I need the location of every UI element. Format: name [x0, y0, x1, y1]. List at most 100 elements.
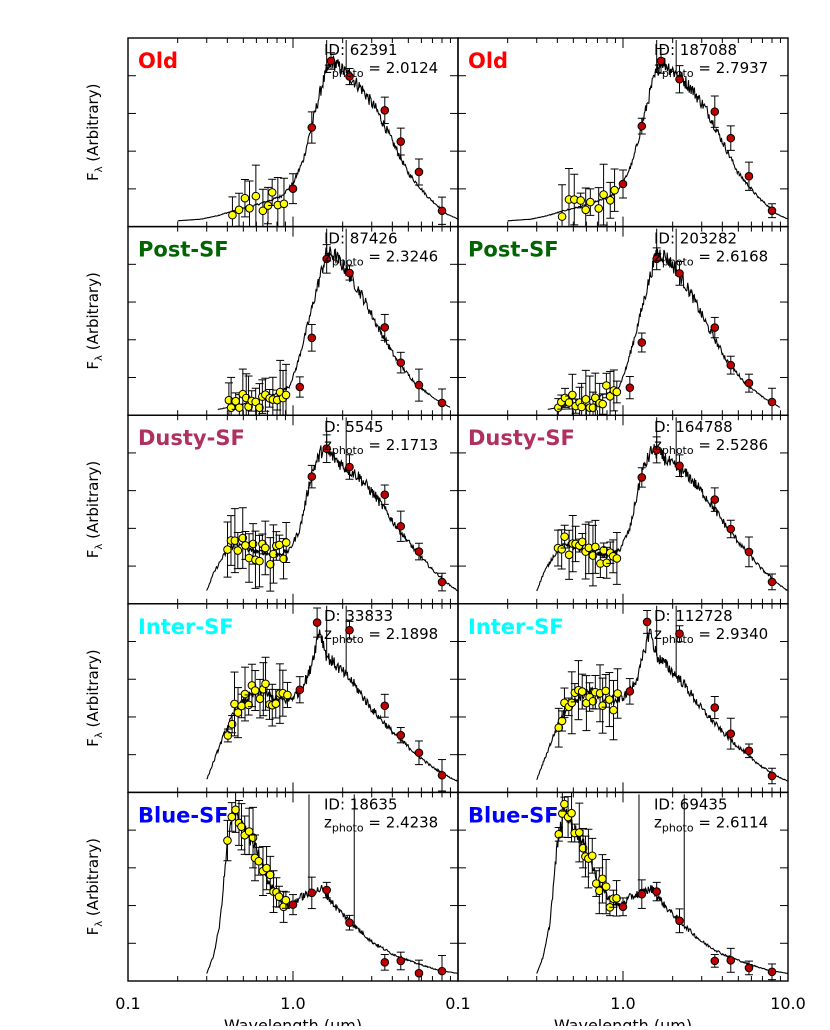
class-label: Blue-SF: [468, 803, 559, 827]
optical-data-point: [613, 689, 622, 698]
optical-data-point: [267, 188, 277, 197]
ir-data-point: [345, 462, 354, 472]
object-id-label: ID: 18635: [324, 795, 398, 813]
optical-data-point: [605, 695, 614, 704]
ir-data-point: [380, 490, 390, 499]
optical-data-point: [581, 395, 591, 404]
optical-data-point: [577, 537, 587, 547]
ir-data-point: [396, 137, 406, 146]
optical-data-point: [594, 204, 603, 213]
object-id-label: D: 112728: [654, 607, 733, 625]
optical-data-point: [255, 694, 265, 703]
ir-data-point: [307, 333, 317, 343]
ir-data-point: [675, 74, 684, 84]
optical-data-point: [227, 812, 237, 822]
ir-data-point: [726, 729, 736, 738]
optical-data-point: [258, 206, 268, 216]
ir-data-point: [345, 625, 354, 635]
ir-data-point: [710, 703, 720, 712]
ir-data-point: [322, 885, 331, 895]
ir-data-point: [652, 254, 661, 264]
optical-data-point: [228, 210, 237, 220]
object-id-label: ID: 187088: [654, 41, 737, 59]
plot-area: [507, 40, 788, 227]
optical-data-point: [586, 197, 595, 207]
x-tick-label: 1.0: [610, 994, 635, 1013]
ir-data-point: [414, 380, 424, 390]
optical-data-point: [237, 822, 246, 832]
optical-data-point: [599, 190, 608, 199]
ir-data-point: [618, 902, 628, 912]
object-id-label: D: 5545: [324, 418, 384, 436]
ir-data-point: [380, 106, 390, 115]
optical-data-point: [281, 895, 291, 905]
object-id-label: ID: 87426: [324, 230, 398, 248]
class-label: Inter-SF: [468, 615, 564, 639]
model-sed-curve: [536, 443, 788, 592]
ir-data-point: [295, 685, 305, 695]
optical-data-point: [255, 403, 264, 412]
ir-data-point: [637, 889, 647, 899]
optical-data-point: [610, 185, 619, 195]
plot-area: [217, 228, 451, 416]
optical-data-point: [260, 543, 270, 553]
ir-data-point: [345, 268, 354, 278]
x-tick-label: 10.0: [770, 994, 806, 1013]
optical-data-point: [591, 879, 601, 888]
ir-data-point: [767, 771, 777, 781]
class-label: Post-SF: [468, 238, 559, 262]
optical-data-point: [601, 686, 611, 696]
optical-data-point: [226, 403, 236, 412]
ir-data-point: [637, 338, 647, 347]
ir-data-point: [675, 629, 684, 639]
y-axis-label: Fλ (Arbitrary): [84, 272, 105, 369]
object-id-label: D: 164788: [654, 418, 733, 436]
optical-data-point: [557, 212, 567, 221]
ir-data-point: [345, 72, 354, 81]
optical-data-point: [576, 196, 585, 205]
ir-data-point: [380, 958, 390, 967]
class-label: Post-SF: [138, 238, 229, 262]
optical-data-point: [269, 549, 278, 559]
ir-data-point: [744, 171, 754, 181]
optical-data-point: [587, 851, 597, 861]
optical-data-point: [560, 532, 569, 541]
ir-data-point: [380, 323, 390, 332]
ir-data-point: [307, 888, 317, 898]
ir-data-point: [642, 617, 652, 627]
ir-data-point: [767, 206, 777, 215]
optical-data-point: [223, 836, 232, 845]
ir-data-point: [307, 472, 317, 481]
ir-data-point: [437, 770, 447, 780]
optical-data-point: [564, 398, 574, 407]
ir-data-point: [396, 730, 406, 740]
model-sed-curve: [206, 444, 458, 592]
ir-data-point: [767, 577, 777, 587]
ir-data-point: [618, 179, 628, 189]
ir-data-point: [437, 577, 447, 587]
optical-data-point: [612, 554, 622, 563]
zphoto-label: zphoto = 2.4238: [324, 813, 438, 834]
optical-data-point: [557, 716, 567, 726]
x-axis-label: Wavelength (μm): [224, 1016, 362, 1026]
ir-data-point: [767, 397, 777, 407]
optical-data-point: [281, 390, 291, 400]
ir-data-point: [414, 547, 424, 556]
zphoto-label: zphoto = 2.6114: [654, 813, 768, 834]
model-sed-curve: [507, 57, 788, 222]
ir-data-point: [652, 887, 661, 896]
plot-area: [206, 792, 458, 982]
ir-data-point: [396, 521, 406, 531]
ir-data-point: [437, 206, 447, 216]
class-label: Old: [138, 49, 178, 73]
class-label: Inter-SF: [138, 615, 234, 639]
ir-data-point: [726, 133, 736, 143]
optical-data-point: [601, 882, 611, 891]
